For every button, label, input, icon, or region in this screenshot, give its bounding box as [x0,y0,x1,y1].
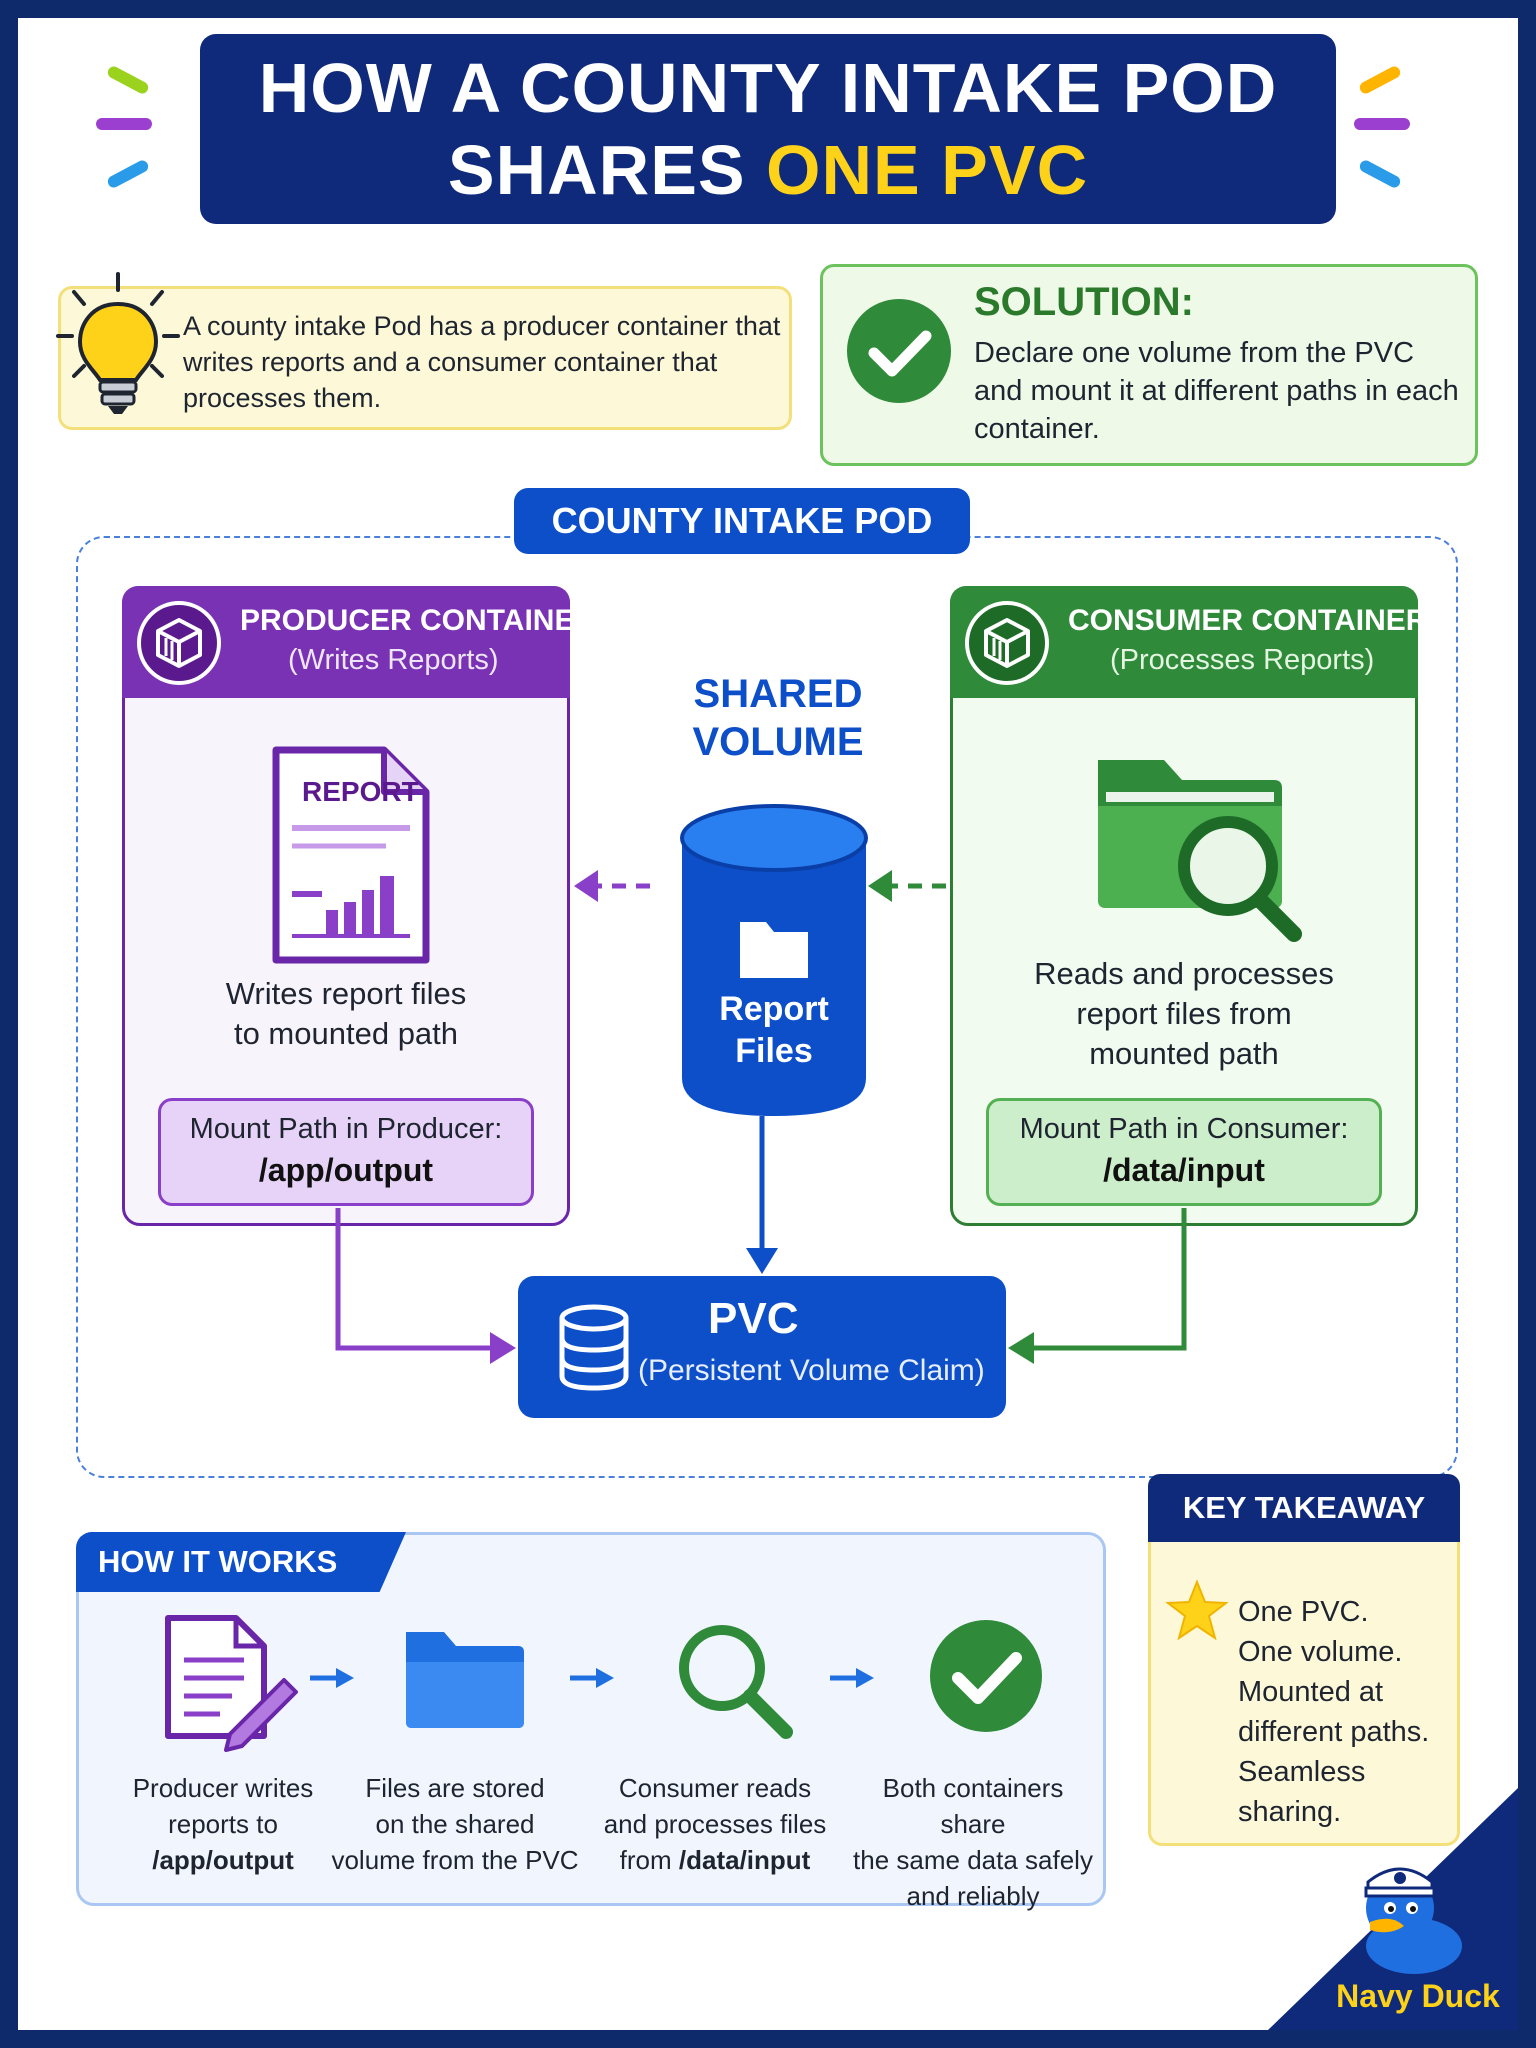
search-icon [679,1625,793,1739]
producer-mount-path: /app/output [258,1152,434,1188]
title-line-2: SHARES ONE PVC [447,131,1089,209]
duck-mascot-icon [1364,1867,1462,1974]
shared-volume-cylinder [680,804,868,1116]
check-circle-icon [930,1620,1042,1732]
key-takeaway-title: KEY TAKEAWAY [1148,1474,1460,1542]
brand-name: Navy Duck [1336,1978,1500,2014]
infographic-canvas: HOW A COUNTY INTAKE POD SHARES ONE PVC A… [18,18,1518,2030]
container-cube-icon [137,601,221,685]
solution-text: Declare one volume from the PVC and moun… [974,337,1459,445]
pvc-subtitle: (Persistent Volume Claim) [638,1354,985,1387]
problem-box [58,286,792,430]
title-accent: ONE PVC [766,131,1089,209]
producer-subtitle: (Writes Reports) [288,644,499,676]
lightbulb-icon [56,272,180,414]
consumer-mount-path: /data/input [1103,1152,1265,1188]
document-pen-icon [165,1615,298,1752]
star-icon [1165,1579,1229,1641]
key-takeaway-lines: One PVC. One volume. Mounted at differen… [1238,1596,1430,1828]
decor-dash [96,118,152,130]
pvc-title: PVC [708,1294,799,1343]
step-2-text: Files are stored on the shared volume fr… [331,1773,579,1875]
container-cube-icon [965,601,1049,685]
cylinder-label: Report Files [719,990,829,1070]
decor-dash [1354,118,1410,130]
shared-volume-label: SHARED VOLUME [692,672,864,764]
producer-description: Writes report files to mounted path [225,976,467,1051]
report-document-icon [272,746,430,964]
pvc-box [518,1276,1006,1418]
producer-mount-label: Mount Path in Producer: [189,1113,503,1145]
consumer-subtitle: (Processes Reports) [1110,644,1375,676]
check-circle-icon [847,299,951,403]
consumer-mount-label: Mount Path in Consumer: [1019,1113,1349,1145]
title-banner: HOW A COUNTY INTAKE POD SHARES ONE PVC [200,34,1336,224]
step-3-text: Consumer reads and processes files from … [603,1773,827,1875]
producer-title: PRODUCER CONTAINER [240,604,597,637]
title-line-1: HOW A COUNTY INTAKE POD [258,49,1278,127]
consumer-mount-box: Mount Path in Consumer: /data/input [986,1098,1382,1206]
database-icon [559,1304,629,1391]
producer-mount-box: Mount Path in Producer: /app/output [158,1098,534,1206]
how-it-works-title: HOW IT WORKS [76,1532,406,1592]
folder-search-icon [1098,760,1302,942]
problem-text: A county intake Pod has a producer conta… [183,311,781,413]
report-doc-label: REPORT [302,776,419,807]
consumer-description: Reads and processes report files from mo… [1034,956,1334,1071]
folder-icon [406,1632,524,1728]
connectors [335,870,1187,1364]
step-4-text: Both containers share the same data safe… [853,1773,1093,1911]
pod-label: COUNTY INTAKE POD [514,488,970,554]
solution-title: SOLUTION: [974,280,1194,324]
step-arrows [310,1668,874,1688]
step-1-text: Producer writes reports to /app/output [132,1773,314,1875]
consumer-title: CONSUMER CONTAINER [1068,604,1428,637]
